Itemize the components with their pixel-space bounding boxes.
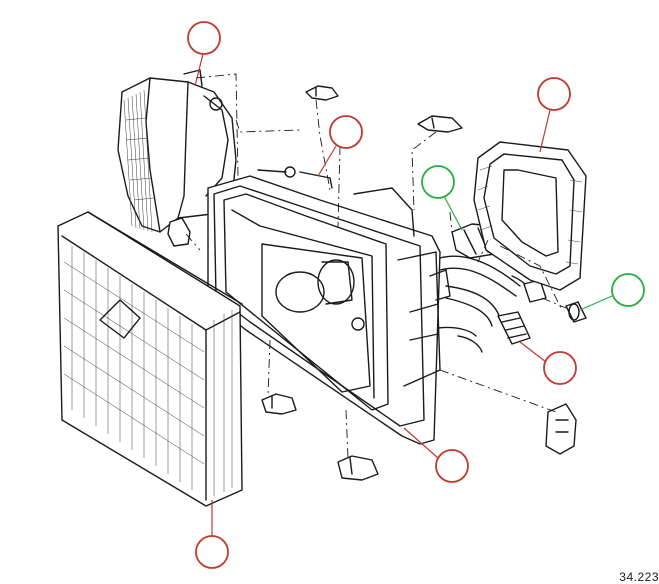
callout-bulb-holder <box>421 165 463 231</box>
wiring-harness <box>437 255 547 353</box>
callout-lens <box>195 500 229 569</box>
callout-gasket <box>537 77 571 153</box>
adjusting-screw <box>257 166 333 189</box>
top-clip-1 <box>305 85 339 101</box>
lens-clip-upper <box>167 217 191 247</box>
alignment-lines <box>185 73 567 459</box>
callout-connector <box>519 341 577 385</box>
lower-clip-1 <box>261 393 297 415</box>
figure-reference-code: 34.223 <box>619 570 659 584</box>
top-clip-2 <box>417 115 463 133</box>
callout-headlamp-body <box>403 427 469 483</box>
callout-small-bulb <box>579 273 645 311</box>
side-clip <box>545 403 577 455</box>
callout-indicator-housing <box>187 21 221 87</box>
headlamp-lens <box>57 211 243 507</box>
headlamp-body <box>207 175 451 445</box>
rear-gasket <box>473 141 587 291</box>
callout-bracket <box>317 115 363 177</box>
small-bulb <box>565 301 587 323</box>
lower-clip-2 <box>337 455 379 481</box>
